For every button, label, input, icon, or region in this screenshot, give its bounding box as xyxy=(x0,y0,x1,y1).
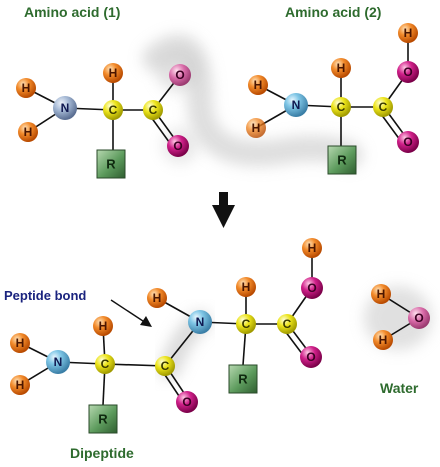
svg-text:N: N xyxy=(61,101,70,115)
svg-text:O: O xyxy=(306,350,315,364)
hydrogen-atom: H xyxy=(371,284,391,304)
hydrogen-atom: H xyxy=(331,58,351,78)
svg-text:R: R xyxy=(98,412,108,427)
water-molecule: H H O xyxy=(364,284,432,350)
carbonyl-carbon-atom: C xyxy=(277,314,297,334)
svg-text:H: H xyxy=(242,280,251,294)
alpha-carbon-atom: C xyxy=(95,354,115,374)
label-dipeptide: Dipeptide xyxy=(70,445,134,461)
carbonyl-oxygen-atom: O xyxy=(300,346,322,368)
svg-text:O: O xyxy=(182,395,191,409)
alpha-carbon-atom: C xyxy=(236,314,256,334)
hydrogen-atom: H xyxy=(248,75,268,95)
hydrogen-atom: H xyxy=(103,63,123,83)
label-amino-acid-2: Amino acid (2) xyxy=(285,4,381,20)
svg-text:O: O xyxy=(414,311,423,325)
hydrogen-atom: H xyxy=(10,333,30,353)
carbonyl-oxygen-atom: O xyxy=(176,391,198,413)
label-water: Water xyxy=(380,380,419,396)
carbonyl-carbon-atom: C xyxy=(143,100,163,120)
svg-text:R: R xyxy=(106,157,116,172)
bond xyxy=(104,363,166,367)
alpha-carbon-atom: C xyxy=(103,100,123,120)
r-group: R xyxy=(88,404,118,434)
svg-text:C: C xyxy=(242,317,251,331)
svg-text:H: H xyxy=(109,66,118,80)
hydroxyl-oxygen-atom: O xyxy=(169,64,191,86)
hydrogen-atom: H xyxy=(373,330,393,350)
r-group: R xyxy=(228,364,258,394)
svg-text:O: O xyxy=(403,135,412,149)
alpha-carbon-atom: C xyxy=(331,97,351,117)
hydroxyl-hydrogen-atom: H xyxy=(302,238,322,258)
carbonyl-oxygen-atom: O xyxy=(167,135,189,157)
carbonyl-carbon-atom: C xyxy=(373,97,393,117)
carbonyl-carbon-atom: C xyxy=(155,356,175,376)
svg-text:R: R xyxy=(238,372,248,387)
hydroxyl-oxygen-atom: O xyxy=(301,277,323,299)
svg-text:H: H xyxy=(24,125,33,139)
bond xyxy=(162,371,182,400)
svg-text:H: H xyxy=(337,61,346,75)
svg-text:C: C xyxy=(379,100,388,114)
svg-text:H: H xyxy=(254,78,263,92)
svg-text:H: H xyxy=(16,336,25,350)
hydrogen-atom: H xyxy=(93,316,113,336)
label-peptide-bond: Peptide bond xyxy=(4,288,86,303)
hydroxyl-hydrogen-atom: H xyxy=(398,23,418,43)
svg-text:C: C xyxy=(101,357,110,371)
svg-text:H: H xyxy=(153,291,162,305)
hydrogen-atom: H xyxy=(147,288,167,308)
svg-text:O: O xyxy=(403,65,412,79)
svg-text:C: C xyxy=(161,359,170,373)
nitrogen-atom: N xyxy=(53,96,77,120)
nitrogen-atom: N xyxy=(284,93,308,117)
hydrogen-atom: H xyxy=(18,122,38,142)
svg-text:N: N xyxy=(292,98,301,112)
svg-text:H: H xyxy=(404,26,413,40)
svg-text:H: H xyxy=(308,241,317,255)
amino-acid-1: H H N H C R C O O xyxy=(16,63,191,179)
svg-text:H: H xyxy=(252,121,261,135)
hydrogen-atom: H xyxy=(16,78,36,98)
peptide-bond-pointer-arrow xyxy=(110,299,152,327)
svg-text:C: C xyxy=(109,103,118,117)
svg-text:C: C xyxy=(337,100,346,114)
oxygen-atom: O xyxy=(408,307,430,329)
svg-text:R: R xyxy=(337,153,347,168)
dipeptide-molecule: H H N H C R C O H N H C R C O H O xyxy=(10,238,323,434)
hydrogen-atom: H xyxy=(246,118,266,138)
svg-text:N: N xyxy=(54,355,63,369)
hydroxyl-oxygen-atom: O xyxy=(397,61,419,83)
r-group: R xyxy=(327,145,357,175)
carbonyl-oxygen-atom: O xyxy=(397,131,419,153)
r-group: R xyxy=(96,149,126,179)
hydrogen-atom: H xyxy=(10,375,30,395)
svg-text:H: H xyxy=(22,81,31,95)
svg-text:N: N xyxy=(196,315,205,329)
down-arrow-icon xyxy=(212,192,235,228)
svg-text:H: H xyxy=(99,319,108,333)
label-amino-acid-1: Amino acid (1) xyxy=(24,4,120,20)
svg-text:O: O xyxy=(307,281,316,295)
svg-text:C: C xyxy=(149,103,158,117)
svg-text:H: H xyxy=(379,333,388,347)
svg-text:O: O xyxy=(175,68,184,82)
nitrogen-atom: N xyxy=(46,350,70,374)
svg-text:C: C xyxy=(283,317,292,331)
svg-text:O: O xyxy=(173,139,182,153)
amino-acid-2: H H N H C R C O H O xyxy=(246,23,419,175)
nitrogen-atom: N xyxy=(188,310,212,334)
hydrogen-atom: H xyxy=(236,277,256,297)
svg-text:H: H xyxy=(16,378,25,392)
svg-text:H: H xyxy=(377,287,386,301)
